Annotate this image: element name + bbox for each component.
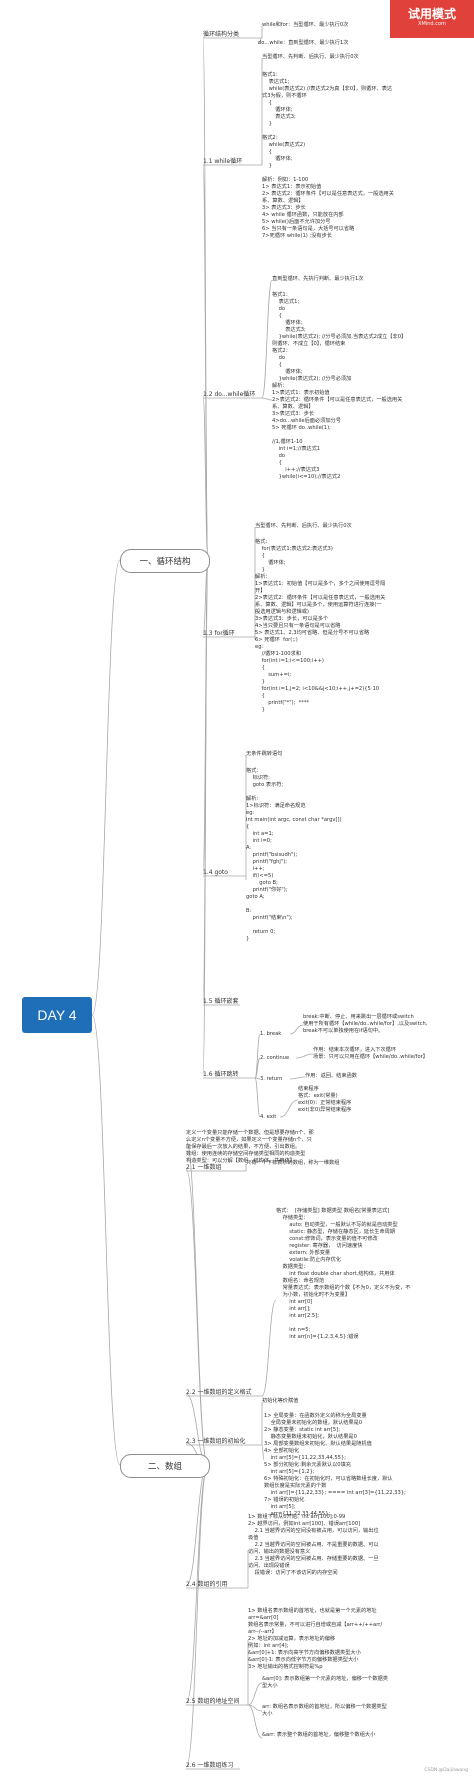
- array-intro-note: 定义一个变量只能存储一个数据、但是想要存储n个、那 么定义n个变量不方便，如果定…: [186, 1130, 314, 1164]
- note-address-first-element: &arr[0]: 表示数组第一个元素的地址，偏移一个数据类 型大小: [262, 1676, 388, 1689]
- root-to-branch-1: [91, 559, 121, 1016]
- root-node[interactable]: DAY 4: [22, 997, 92, 1033]
- root-to-branch-2: [91, 1014, 121, 1466]
- note-while-format: 格式1： 表达式1; while(表达式2) //表达式2为真【非0】，则循环、…: [262, 72, 394, 239]
- note-return: 作用：返回、结束函数: [305, 1073, 357, 1079]
- badge-subtitle: XMind.com: [418, 21, 446, 27]
- branch2-to-subtopic: [185, 1168, 209, 1466]
- leaf-return[interactable]: 3. return: [260, 1076, 283, 1082]
- note-while-summary: 当型循环、先判断、后执行、最少执行0次: [262, 54, 359, 60]
- note-for-format: 格式： for(表达式1;表达式2;表达式3) { 循环体; } 解析： 1>表…: [255, 539, 386, 713]
- topic-array-address[interactable]: 2.5 数组的地址空间: [186, 1698, 240, 1705]
- note-continue: 作用：结束本次循环，进入下次循环 场景：只可以只用在循环【while/do..w…: [313, 1047, 428, 1060]
- note-1d-array: 只有一个下标表示的数组，称为一维数组: [246, 1160, 340, 1166]
- topic-loop-jump[interactable]: 1.6 循环跳转: [203, 1071, 239, 1078]
- leaf-continue[interactable]: 2. continue: [260, 1055, 290, 1061]
- jump-leaf-connector: [254, 1077, 261, 1118]
- note-init-summary: 初始化等价赋值: [262, 1398, 299, 1404]
- note-do-while-summary: 直到型循环、先执行判断、最少执行1次: [272, 276, 364, 282]
- note-connector: [261, 1299, 277, 1397]
- topic-array-reference[interactable]: 2.4 数组的引用: [186, 1581, 228, 1588]
- note-1d-array-definition: 格式： [存储类型] 数据类型 数组名[常量表达式] 存储类型： auto: 自…: [276, 1208, 411, 1340]
- leaf-note-connector: [289, 1024, 304, 1035]
- branch1-to-subtopic: [202, 162, 209, 561]
- leaf-exit[interactable]: 4. exit: [260, 1114, 277, 1120]
- leaf-note-connector: [279, 1099, 299, 1118]
- note-connector: [247, 1704, 263, 1739]
- trial-mode-badge: 试用模式 XMind.com: [390, 0, 474, 38]
- topic-for-loop[interactable]: 1.3 for循环: [203, 630, 235, 637]
- topic-1d-array-init[interactable]: 2.3 一维数组的初始化: [186, 1438, 246, 1445]
- leaf-break[interactable]: 1. break: [260, 1031, 282, 1037]
- leaf-note-connector: [295, 1053, 314, 1059]
- leaf-note-connector: [289, 1076, 306, 1080]
- topic-while-loop[interactable]: 1.1 while循环: [203, 158, 243, 165]
- note-break: break:中断、停止、用来跳出一层循环或switch 使用于所有循环【whil…: [303, 1014, 428, 1034]
- note-address-whole-array: &arr: 表示整个数组的首地址，偏移整个数组大小: [262, 1732, 376, 1738]
- jump-leaf-connector: [254, 1077, 261, 1080]
- branch-loop-structure[interactable]: 一、循环结构: [120, 549, 210, 573]
- topic-goto[interactable]: 1.4 goto: [203, 869, 228, 876]
- note-do-while-format: 格式1： 表达式1; do { 循环体; 表达式3; }while(表达式2);…: [272, 292, 407, 480]
- note-connector: [261, 279, 273, 399]
- jump-leaf-connector: [254, 1033, 261, 1079]
- branch2-to-subtopic: [185, 1464, 209, 1587]
- topic-array-exercise[interactable]: 2.6 一维数组练习: [186, 1762, 234, 1769]
- topic-1d-array[interactable]: 2.1 一维数组: [186, 1164, 222, 1171]
- note-array-address: 1> 数组名表示数组的首地址，也就是第一个元素的地址 arr=&arr[0] 数…: [248, 1608, 383, 1670]
- branch-array[interactable]: 二、数组: [120, 1454, 210, 1478]
- badge-title: 试用模式: [407, 7, 456, 21]
- branch2-to-subtopic: [185, 1464, 209, 1768]
- note-connector: [261, 397, 273, 401]
- note-for-summary: 当型循环、先判断、后执行、最少执行0次: [255, 523, 352, 529]
- topic-nested-loop[interactable]: 1.5 循环嵌套: [203, 998, 239, 1005]
- intro-connector: [185, 1139, 209, 1466]
- note-connector: [257, 37, 263, 45]
- note-do-while: do...while：直到型循环、最少执行1次: [258, 40, 349, 46]
- note-array-reference: 1> 数组下标从0开始、int arr[100];0-99 2> 越界访问，例如…: [248, 1514, 379, 1576]
- note-while-for: while和for：当型循环、最少执行0次: [262, 22, 349, 28]
- note-connector: [261, 1444, 265, 1461]
- note-goto-summary: 无条件跳转语句: [246, 751, 283, 757]
- topic-1d-array-definition[interactable]: 2.2 一维数组的定义格式: [186, 1389, 252, 1396]
- note-connector: [247, 1682, 263, 1706]
- note-exit: 结束程序 格式：exit(常量) exit(0)：正常结束程序 exit(非0)…: [298, 1086, 352, 1113]
- topic-do-while-loop[interactable]: 1.2 do...while循环: [203, 391, 256, 398]
- branch1-to-subtopic: [202, 559, 209, 875]
- note-address-array-name: arr: 数组名表示数组的首地址，所以偏移一个数据类型 大小: [262, 1704, 387, 1717]
- branch1-to-subtopic: [202, 559, 209, 1077]
- note-goto-format: 格式： 标识符: goto 表示符; 解析： 1>标识符：满足命名规范 eg: …: [246, 768, 342, 942]
- footer-watermark: CSDN @Daijiawang: [424, 1768, 468, 1773]
- topic-loop-categories[interactable]: 循环结构分类: [203, 31, 240, 38]
- note-init-list: 1> 全局变量：在函数外定义的称为全局变量 全局变量未初始化的数组，默认结果是0…: [264, 1413, 406, 1517]
- jump-leaf-connector: [254, 1057, 261, 1079]
